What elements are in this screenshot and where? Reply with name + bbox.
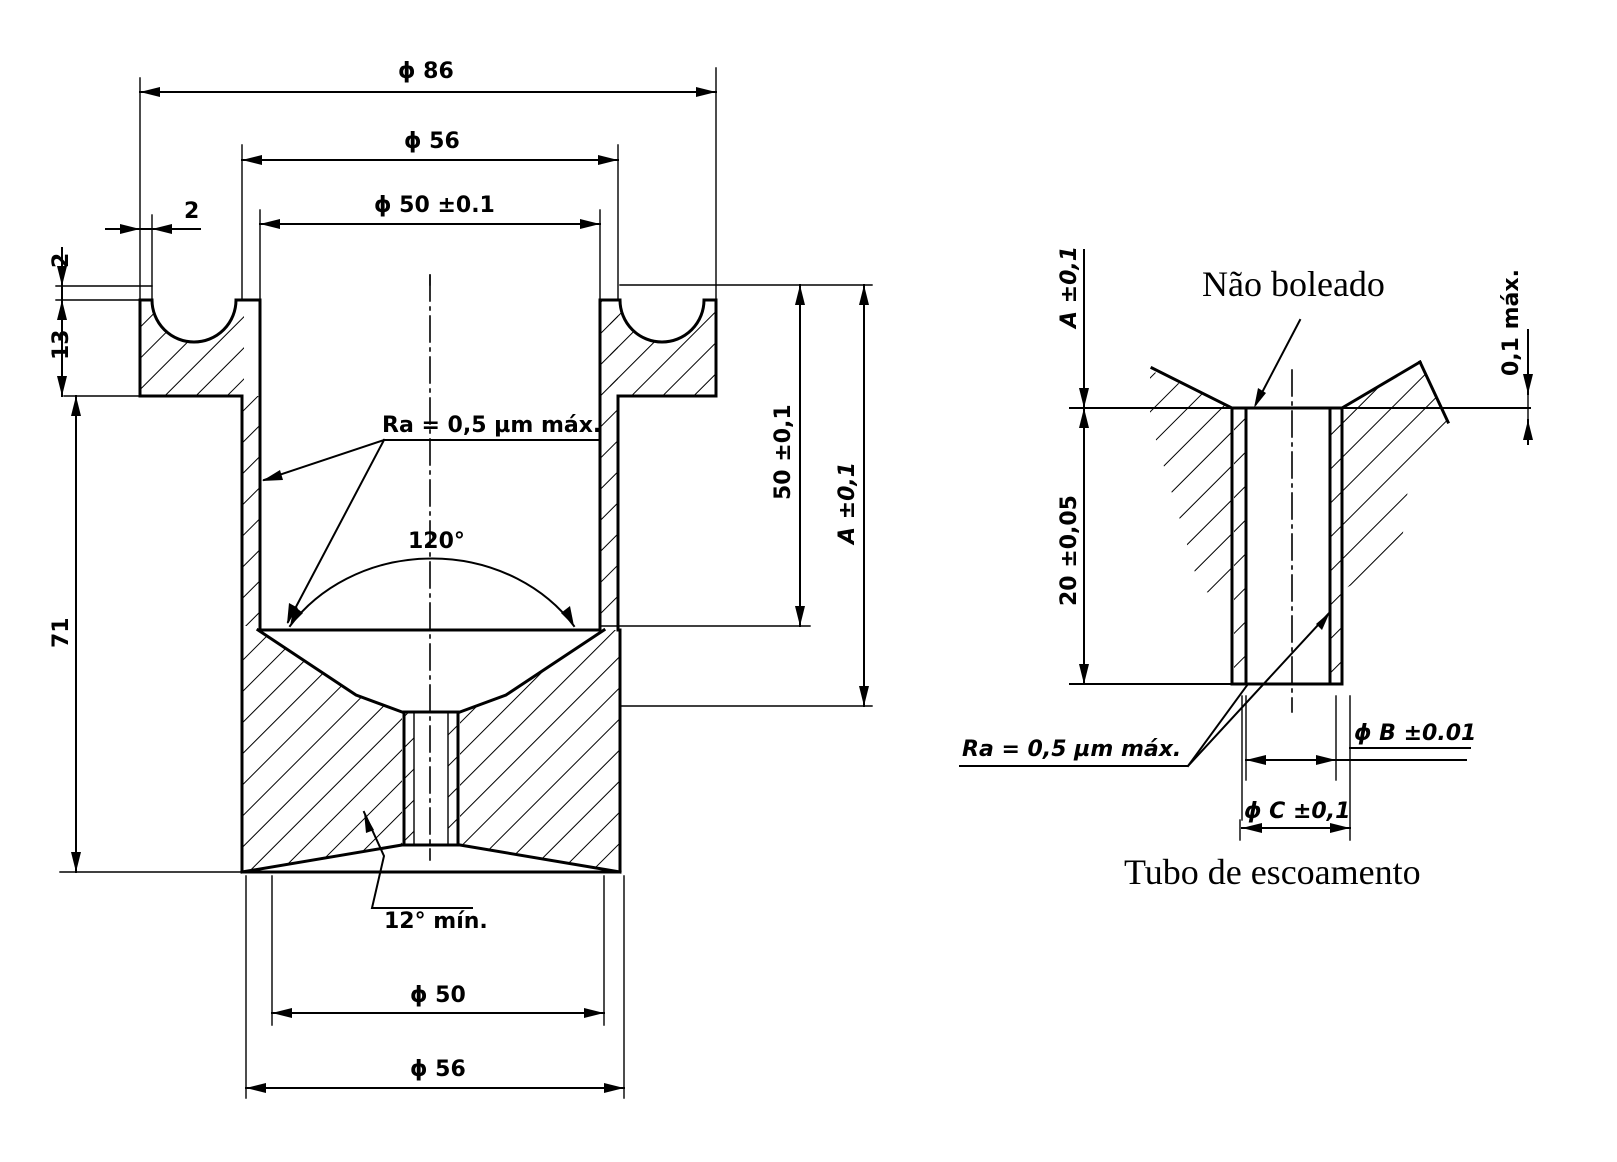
angle-cone: 120° xyxy=(408,529,465,554)
roughness-note-tube: Ra = 0,5 µm máx. xyxy=(962,737,1181,762)
dim-edge-max: 0,1 máx. xyxy=(1499,269,1524,376)
dim-bottom-outer-diameter: ϕ 56 xyxy=(410,1057,466,1082)
dim-tube-inner-diameter: ϕ B ±0.01 xyxy=(1354,721,1476,746)
dim-tube-outer-diameter: ϕ C ±0,1 xyxy=(1244,799,1350,824)
tube-outline xyxy=(1149,359,1450,686)
flange-right-hatch xyxy=(610,300,716,396)
flow-tube-detail: Não boleado A ±0,1 0,1 máx. 20 ±0,05 Ra … xyxy=(959,246,1533,892)
orifice-hatch-left xyxy=(404,712,414,844)
bottom-left-hatch xyxy=(242,630,402,872)
dim-groove-width: 2 xyxy=(184,199,199,224)
dim-cup-depth: 50 ±0,1 xyxy=(771,404,796,500)
dim-inner-top-diameter: ϕ 56 xyxy=(404,129,460,154)
cup-extension-lines xyxy=(55,67,873,1099)
tube-wall-left-hatch xyxy=(1234,408,1246,684)
dim-tube-length: 20 ±0,05 xyxy=(1057,495,1082,606)
cone-angle-arc xyxy=(288,557,576,628)
orifice-hatch-right xyxy=(448,712,458,844)
tube-title-top: Não boleado xyxy=(1202,264,1385,304)
roughness-note-cup: Ra = 0,5 µm máx. xyxy=(382,413,601,438)
dim-bottom-inner-diameter: ϕ 50 xyxy=(410,983,466,1008)
dim-flange-height: 13 xyxy=(49,329,74,360)
tube-wall-right-hatch xyxy=(1330,408,1342,684)
tube-arrowheads xyxy=(1079,374,1533,833)
tube-extension-lines xyxy=(1239,393,1529,841)
dim-bore-diameter: ϕ 50 ±0.1 xyxy=(374,193,495,218)
angle-bottom: 12° mín. xyxy=(384,909,488,934)
dim-total-depth: A ±0,1 xyxy=(835,462,860,546)
cup-outline xyxy=(138,298,718,874)
wall-right-hatch xyxy=(600,300,618,626)
cup-section-view: ϕ 86 ϕ 56 ϕ 50 ±0.1 2 2 13 71 50 ±0,1 A … xyxy=(49,59,873,1099)
cup-dimension-lines xyxy=(61,91,865,1089)
dim-body-height: 71 xyxy=(49,617,74,648)
bottom-right-hatch xyxy=(460,630,620,872)
dim-top-offset: A ±0,1 xyxy=(1057,246,1082,330)
flange-left-hatch xyxy=(140,300,244,396)
cup-arrowheads xyxy=(57,87,869,1093)
dim-groove-depth: 2 xyxy=(49,253,74,268)
tube-surround-right-hatch xyxy=(1342,360,1448,590)
tube-surround-left-hatch xyxy=(1150,370,1232,600)
cup-roughness-leaders xyxy=(262,438,601,624)
wall-left-hatch xyxy=(242,396,260,626)
tube-caption: Tubo de escoamento xyxy=(1124,852,1421,892)
dim-outer-diameter: ϕ 86 xyxy=(398,59,454,84)
